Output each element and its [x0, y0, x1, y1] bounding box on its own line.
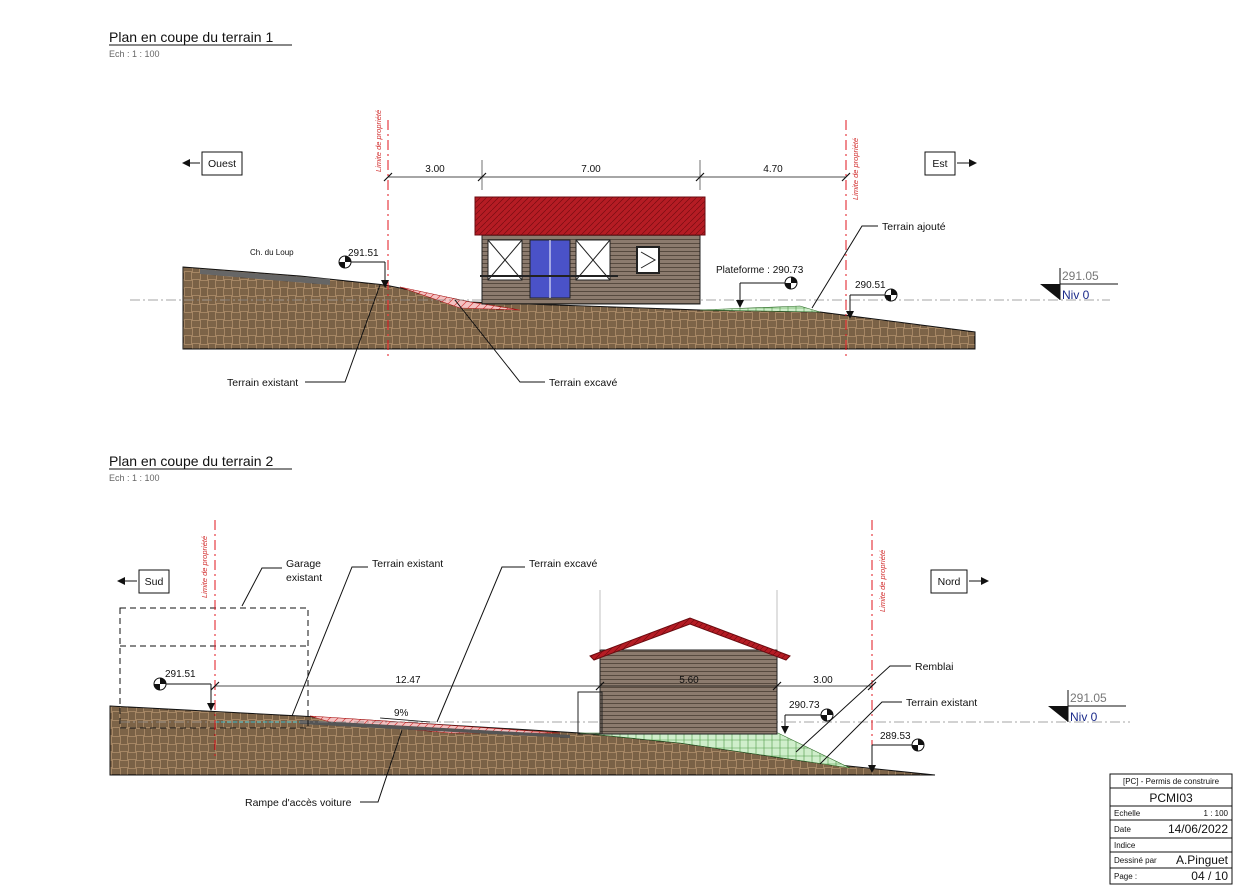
east-label: Est: [932, 158, 947, 170]
platform-marker: Plateforme : 290.73: [716, 265, 804, 308]
callout-terrain-existant-1: Terrain existant: [227, 377, 298, 389]
alt-2-right: 289.53: [880, 731, 911, 742]
altitude-marker-1-left: 291.51: [338, 248, 389, 288]
platform-label: Plateforme : 290.73: [716, 265, 804, 276]
callout-terrain-excave-1: Terrain excavé: [549, 377, 617, 389]
altitude-marker-1-right: 290.51: [846, 280, 898, 319]
callout-garage-line1: Garage: [286, 558, 321, 570]
tb-date-value: 14/06/2022: [1168, 822, 1228, 836]
alt-2-mid: 290.73: [789, 700, 820, 711]
title-block: [PC] - Permis de construire PCMI03 Echel…: [1109, 773, 1233, 885]
tb-date-label: Date: [1114, 825, 1131, 834]
north-box: [930, 569, 968, 594]
callout-remblai: Remblai: [915, 661, 954, 673]
level-reference-1: 291.05 Niv 0: [1040, 268, 1118, 302]
section-2-title: Plan en coupe du terrain 2: [109, 453, 273, 469]
tb-drawn-label: Dessiné par: [1114, 856, 1157, 865]
alt-1-right: 290.51: [855, 280, 886, 291]
property-line-label-1a: Limite de propriété: [374, 110, 383, 172]
alt-1-left: 291.51: [348, 248, 379, 259]
dim-1b: 7.00: [581, 164, 601, 175]
callout-rampe: Rampe d'accès voiture: [245, 797, 352, 809]
section-2: Plan en coupe du terrain 2 Ech : 1 : 100…: [109, 453, 1130, 809]
alt-2-left: 291.51: [165, 669, 196, 680]
tb-page-value: 04 / 10: [1191, 869, 1228, 883]
house-2: [577, 590, 791, 735]
dim-2c: 3.00: [813, 675, 833, 686]
slope-label: 9%: [394, 708, 409, 719]
callout-terrain-existant-2: Terrain existant: [372, 558, 443, 570]
east-box: [924, 151, 956, 176]
section-2-scale: Ech : 1 : 100: [109, 473, 160, 483]
tb-echelle-label: Echelle: [1114, 809, 1141, 818]
road-label: Ch. du Loup: [250, 248, 294, 257]
property-line-label-2a: Limite de propriété: [200, 536, 209, 598]
ref-alt-2: 291.05: [1070, 691, 1107, 705]
callout-terrain-ajoute: Terrain ajouté: [882, 221, 946, 233]
ref-alt-1: 291.05: [1062, 269, 1099, 283]
garage-outline: [119, 607, 309, 729]
ref-niv-1: Niv 0: [1062, 288, 1090, 302]
tb-drawn-value: A.Pinguet: [1176, 853, 1229, 867]
section-1: Plan en coupe du terrain 1 Ech : 1 : 100: [109, 29, 1118, 389]
dim-1a: 3.00: [425, 164, 445, 175]
existing-ground-2: [109, 705, 936, 776]
dim-2a: 12.47: [395, 675, 420, 686]
road-surface: [200, 269, 330, 285]
tb-page-label: Page :: [1114, 872, 1137, 881]
west-box: [201, 151, 243, 176]
callout-garage-line2: existant: [286, 572, 322, 584]
excavated-zone-1: [399, 286, 521, 311]
tb-header: [PC] - Permis de construire: [1123, 777, 1220, 786]
tb-code: PCMI03: [1149, 791, 1193, 805]
dim-1c: 4.70: [763, 164, 783, 175]
house-1: [474, 196, 706, 305]
ref-niv-2: Niv 0: [1070, 710, 1098, 724]
level-reference-2: 291.05 Niv 0: [1048, 690, 1126, 724]
north-label: Nord: [938, 576, 961, 588]
south-label: Sud: [145, 576, 164, 588]
section-1-title: Plan en coupe du terrain 1: [109, 29, 273, 45]
dim-2b: 5.60: [679, 675, 699, 686]
callout-terrain-excave-2: Terrain excavé: [529, 558, 597, 570]
property-line-label-2b: Limite de propriété: [878, 550, 887, 612]
altitude-marker-2-left: 291.51: [153, 669, 215, 711]
south-box: [138, 569, 170, 594]
west-label: Ouest: [208, 158, 236, 170]
ramp: [300, 720, 570, 738]
altitude-marker-2-right: 289.53: [868, 731, 925, 773]
section-1-scale: Ech : 1 : 100: [109, 49, 160, 59]
tb-indice-label: Indice: [1114, 841, 1136, 850]
callout-terrain-existant-3: Terrain existant: [906, 697, 977, 709]
property-line-label-1b: Limite de propriété: [851, 138, 860, 200]
altitude-marker-2-mid: 290.73: [781, 700, 834, 734]
added-zone-1: [699, 305, 821, 313]
tb-echelle-value: 1 : 100: [1204, 809, 1229, 818]
